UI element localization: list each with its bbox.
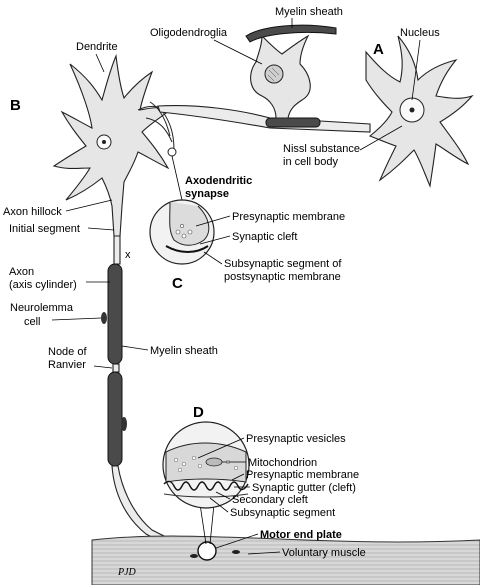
inset-c-synapse [149,155,215,265]
label-axon-2: (axis cylinder) [9,279,77,291]
label-motor-end-plate: Motor end plate [260,529,342,541]
neuron-a [365,35,474,189]
label-axodendritic-1: Axodendritic [185,175,252,187]
label-synaptic-cleft: Synaptic cleft [232,231,297,243]
label-presynaptic-vesicles: Presynaptic vesicles [246,433,346,445]
label-axon-1: Axon [9,266,34,278]
oligodendroglia-cell [245,24,337,119]
label-subsynaptic-segment: Subsynaptic segment [230,507,335,519]
label-nissl-2: in cell body [283,156,339,168]
label-mitochondrion: Mitochondrion [248,457,317,469]
label-oligodendroglia: Oligodendroglia [150,27,228,39]
label-letter-a: A [373,41,384,58]
label-x-mark: x [125,249,131,261]
label-subsynaptic-2: postsynaptic membrane [224,271,341,283]
inset-d-motor-end-plate [162,421,250,545]
label-dendrite: Dendrite [76,41,118,53]
label-nucleus: Nucleus [400,27,440,39]
neuron-b [52,53,172,237]
label-synaptic-gutter: Synaptic gutter (cleft) [252,482,356,494]
axon-a [157,105,371,133]
label-secondary-cleft: Secondary cleft [232,494,308,506]
label-myelin-sheath-top: Myelin sheath [275,6,343,18]
label-voluntary-muscle: Voluntary muscle [282,547,366,559]
label-letter-c: C [172,275,183,292]
label-initial-segment: Initial segment [9,223,80,235]
label-node-1: Node of [48,346,87,358]
label-axon-hillock: Axon hillock [3,206,62,218]
label-node-2: Ranvier [48,359,86,371]
voluntary-muscle-tissue [91,535,480,585]
label-presynaptic-membrane-c: Presynaptic membrane [232,211,345,223]
label-neurolemma-2: cell [24,316,41,328]
label-letter-d: D [193,404,204,421]
axon-b [101,235,237,559]
label-nissl-1: Nissl substance [283,143,360,155]
label-axodendritic-2: synapse [185,188,229,200]
label-letter-b: B [10,97,21,114]
label-neurolemma-1: Neurolemma [10,302,74,314]
label-subsynaptic-1: Subsynaptic segment of [224,258,342,270]
label-presynaptic-membrane-d: Presynaptic membrane [246,469,359,481]
artist-signature: PJD [117,567,137,578]
label-myelin-sheath-mid: Myelin sheath [150,345,218,357]
